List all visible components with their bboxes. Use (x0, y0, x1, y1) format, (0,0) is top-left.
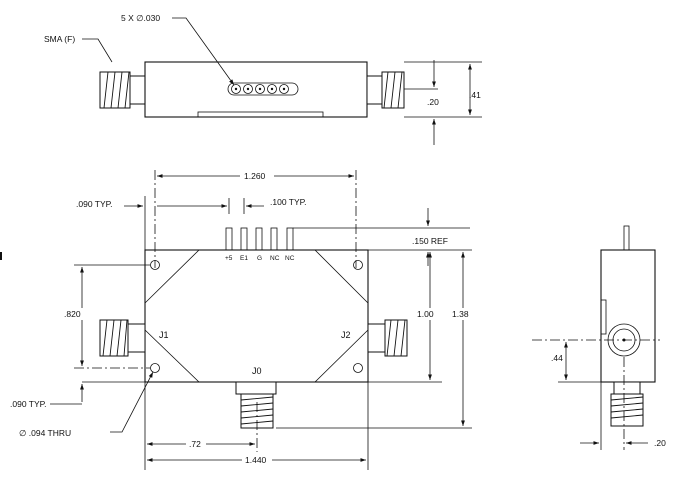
side-view-pin (623, 225, 630, 251)
front-view-pins (225, 227, 294, 251)
dim-pin-span: 1.260 (244, 171, 266, 181)
front-left-sma-connector (99, 319, 146, 357)
pin-label-3: G (257, 255, 262, 262)
port-j2-label: J2 (341, 330, 351, 340)
dim-pin-height: .20 (427, 97, 439, 107)
dim-body-height: 1.00 (417, 309, 434, 319)
side-view: .44 .20 (532, 225, 666, 450)
pin-label-4: NC (270, 255, 280, 262)
edge-mark (0, 252, 2, 260)
pin-label-1: +5 (225, 255, 233, 262)
port-j1-label: J1 (159, 330, 169, 340)
pin-label-5: NC (285, 255, 295, 262)
dim-corner-x: .090 TYP. (76, 199, 113, 209)
hole-callout: ∅ .094 THRU (19, 428, 71, 438)
dim-pin-pitch: .100 TYP. (270, 197, 307, 207)
dim-hole-spacing: .820 (64, 309, 81, 319)
dim-thickness: .41 (469, 90, 481, 100)
side-view-step (600, 299, 607, 335)
pin-label-2: E1 (240, 255, 248, 262)
dim-width: 1.440 (245, 455, 267, 465)
top-view-base-tab (197, 111, 324, 118)
dim-pin-ref: .150 REF (412, 236, 448, 246)
top-right-sma-connector (366, 71, 405, 109)
front-bottom-sma-connector (235, 381, 277, 429)
top-view-body (144, 61, 368, 118)
dim-center: .72 (189, 439, 201, 449)
front-view: +5 E1 G NC NC J1 J2 J0 1.260 (10, 170, 475, 470)
side-view-body (600, 249, 656, 383)
front-view-body (144, 249, 369, 383)
top-view-pin-row (227, 82, 299, 96)
dim-connector-offset: .20 (654, 438, 666, 448)
front-right-sma-connector (367, 319, 408, 357)
dim-corner-y: .090 TYP. (10, 399, 47, 409)
top-left-sma-connector (99, 71, 146, 109)
top-view: SMA (F) 5 X ∅.030 .41 .20 (44, 13, 482, 145)
port-j0-label: J0 (252, 366, 262, 376)
dim-connector-height: .44 (551, 353, 563, 363)
sma-connector-label: SMA (F) (44, 34, 75, 44)
side-view-bottom-connector (610, 381, 644, 427)
dim-overall-height: 1.38 (452, 309, 469, 319)
pins-callout: 5 X ∅.030 (121, 13, 160, 23)
